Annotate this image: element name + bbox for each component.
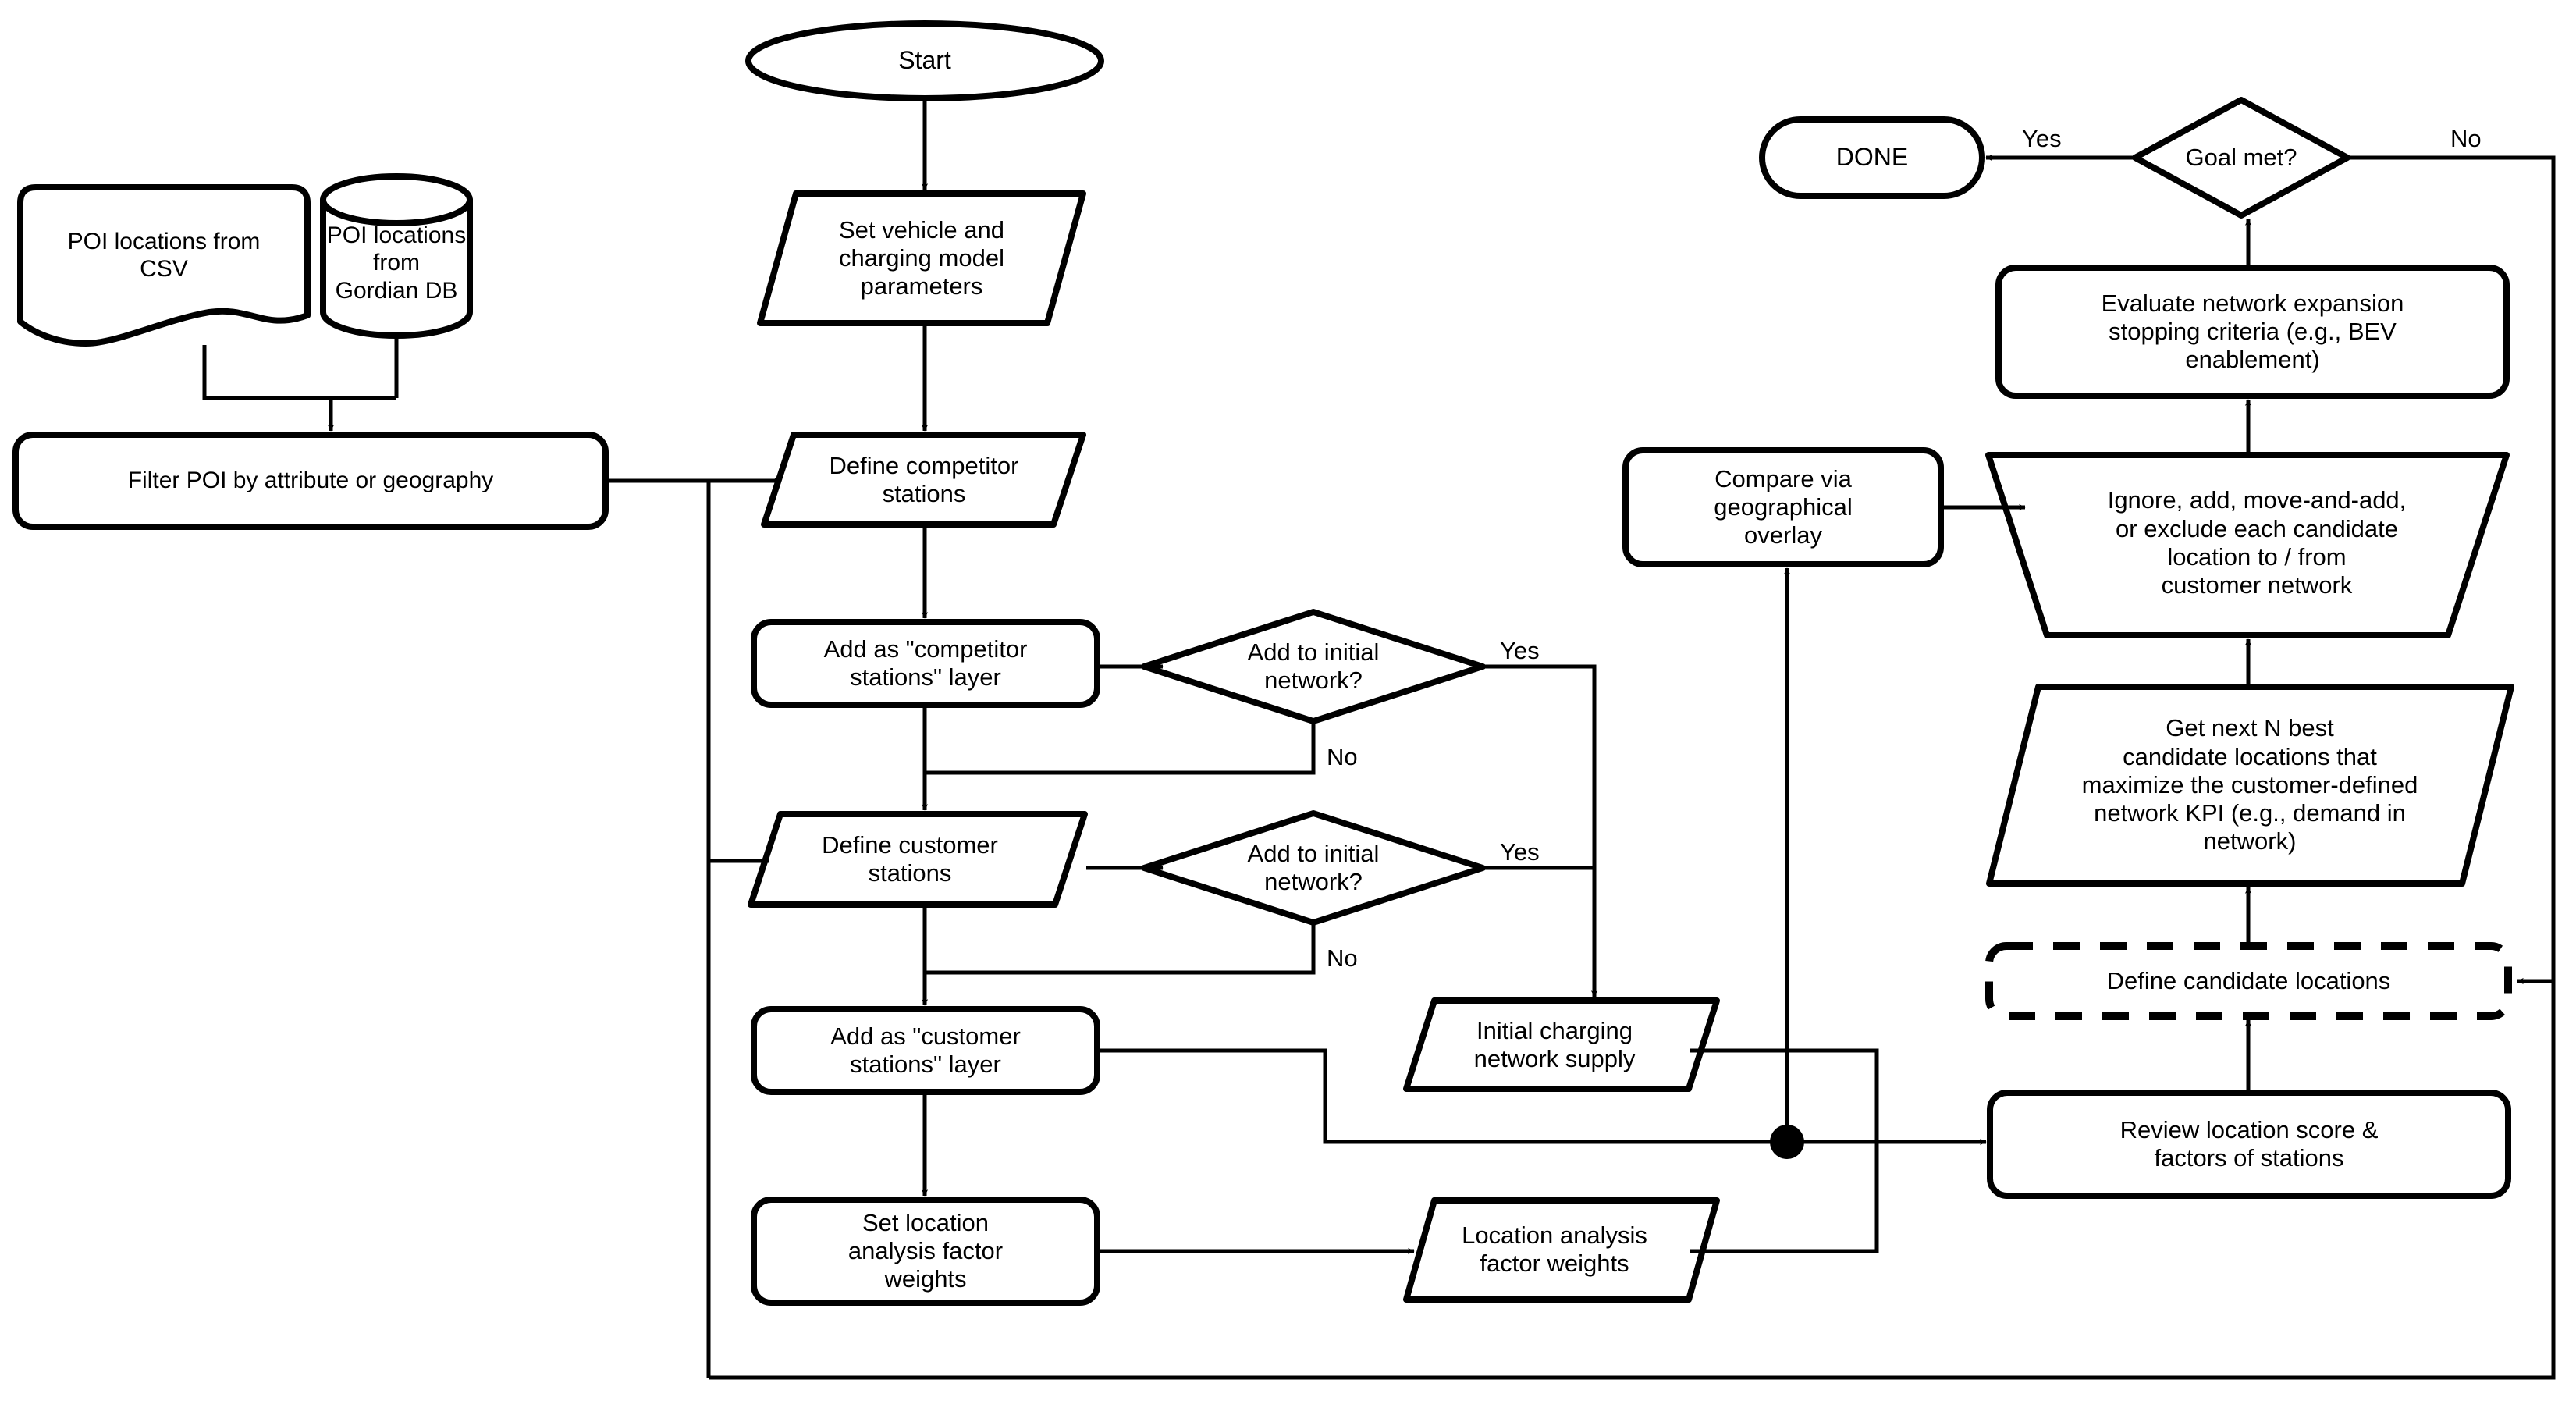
- edge-label-goal-yes: Yes: [2022, 125, 2062, 152]
- edge-initial-supply-to-bus: [1690, 1048, 1879, 1142]
- edge-customer-yes: [1484, 866, 1598, 997]
- edge-weights-data-to-bus: [1690, 1142, 1879, 1253]
- edge-label-goal-no: No: [2450, 125, 2482, 152]
- shape-decision-competitor[interactable]: [1141, 609, 1486, 724]
- shape-goal-met[interactable]: [2132, 97, 2350, 219]
- edge-poi-csv-to-merge: [202, 345, 396, 400]
- edge-add-customer-to-bus: [1099, 1048, 1787, 1144]
- edge-competitor-no: [925, 723, 1316, 775]
- shape-set-vehicle[interactable]: [757, 190, 1086, 326]
- shape-evaluate-stopping[interactable]: [1995, 265, 2510, 399]
- shape-add-customer-layer[interactable]: [751, 1006, 1100, 1095]
- edge-competitor-yes: [1484, 664, 1597, 868]
- edge-goal-no-rail: [709, 155, 2556, 1380]
- shape-define-candidates[interactable]: [1985, 942, 2512, 1020]
- shape-define-competitor[interactable]: [761, 432, 1086, 528]
- shape-initial-supply[interactable]: [1403, 997, 1720, 1092]
- shape-decision-customer[interactable]: [1141, 810, 1486, 926]
- shape-define-customer[interactable]: [748, 811, 1088, 908]
- shape-location-weights-data[interactable]: [1403, 1197, 1720, 1303]
- shape-review-score[interactable]: [1987, 1090, 2511, 1199]
- edge-label-competitor-no: No: [1327, 743, 1358, 770]
- shape-set-location-weights[interactable]: [751, 1197, 1100, 1306]
- shape-ignore-add-move[interactable]: [1985, 452, 2510, 638]
- shape-poi-gordian[interactable]: [320, 173, 473, 339]
- shape-compare-overlay[interactable]: [1622, 447, 1944, 567]
- edge-label-customer-yes: Yes: [1500, 838, 1540, 866]
- shape-poi-csv[interactable]: [17, 184, 311, 347]
- shape-filter-poi[interactable]: [12, 432, 609, 530]
- edge-label-competitor-yes: Yes: [1500, 637, 1540, 664]
- shape-get-next-n[interactable]: [1986, 684, 2514, 887]
- edge-label-customer-no: No: [1327, 944, 1358, 972]
- shape-done[interactable]: [1759, 116, 1985, 199]
- junction-dot: [1770, 1125, 1804, 1159]
- edge-customer-no: [925, 924, 1316, 975]
- shape-start[interactable]: [745, 20, 1104, 101]
- shape-add-competitor-layer[interactable]: [751, 619, 1100, 708]
